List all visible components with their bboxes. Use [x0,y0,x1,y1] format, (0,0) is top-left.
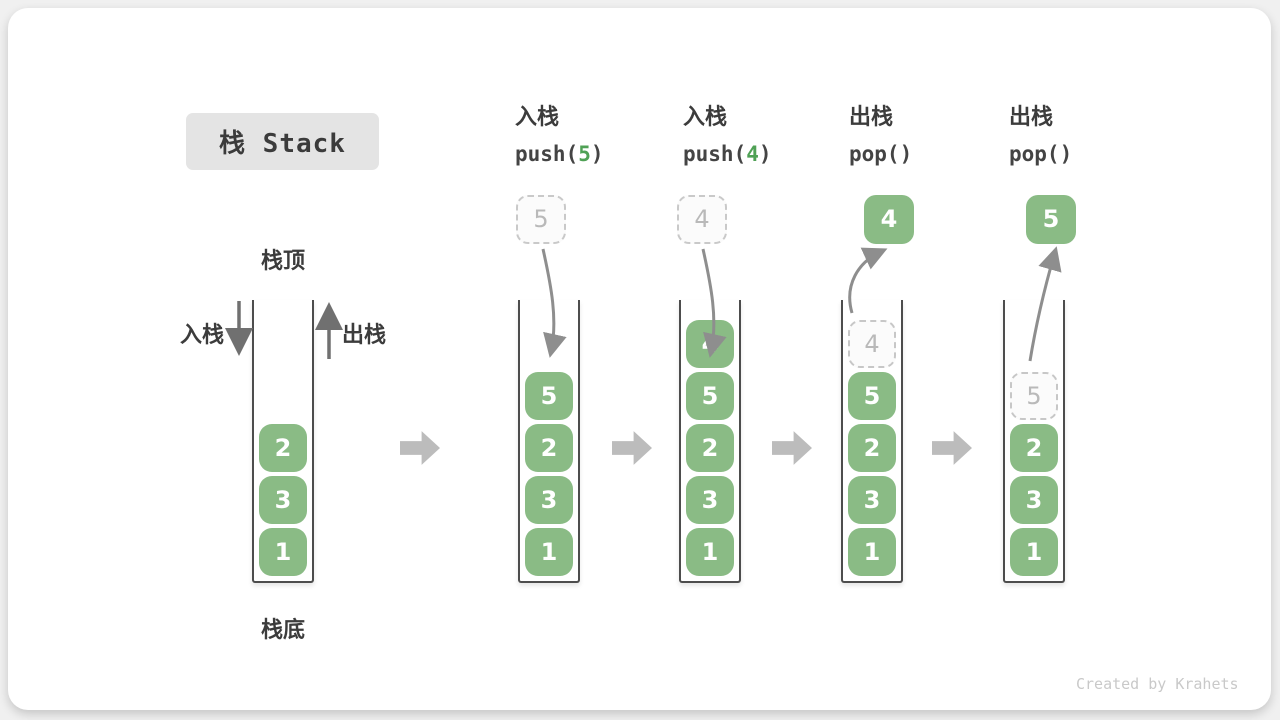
stack-block: 3 [525,476,573,524]
stack-block: 1 [525,528,573,576]
stack-block: 1 [686,528,734,576]
stack-block: 5 [525,372,573,420]
stack-block: 5 [848,372,896,420]
stack-top-label: 栈顶 [260,249,305,274]
incoming-value-box: 5 [516,195,566,244]
stack-block: 3 [848,476,896,524]
operation-arg: 4 [746,142,759,166]
stack-block: 3 [686,476,734,524]
incoming-value-box: 4 [677,195,727,244]
operation-code: pop() [1009,142,1073,166]
operation-name: 入栈 [515,105,560,130]
stack-bottom-label: 栈底 [260,618,305,643]
stack-block: 5 [686,372,734,420]
stack-block: 2 [525,424,573,472]
ghost-slot: 4 [848,320,896,368]
operation-label-pop-1: 出栈 pop() [849,103,912,169]
watermark: Created by Krahets [1076,675,1239,693]
stack-block: 4 [686,320,734,368]
stack-block: 1 [259,528,307,576]
operation-code: push(5) [515,142,604,166]
stack-block: 1 [1010,528,1058,576]
stack-block: 2 [686,424,734,472]
operation-code: push(4) [683,142,772,166]
operation-label-pop-2: 出栈 pop() [1009,103,1072,169]
pop-direction-label: 出栈 [342,323,387,348]
operation-label-push-4: 入栈 push(4) [683,103,772,169]
stack-block: 3 [259,476,307,524]
operation-name: 入栈 [683,105,728,130]
ghost-slot: 5 [1010,372,1058,420]
popped-value-box: 4 [864,195,914,244]
stack-block: 2 [259,424,307,472]
stack-block: 3 [1010,476,1058,524]
stack-block: 2 [848,424,896,472]
stack-block: 1 [848,528,896,576]
operation-name: 出栈 [849,105,894,130]
title-badge: 栈 Stack [186,113,379,170]
popped-value-box: 5 [1026,195,1076,244]
stack-block: 2 [1010,424,1058,472]
operation-label-push-5: 入栈 push(5) [515,103,604,169]
page-title: 栈 Stack [219,129,346,159]
push-direction-label: 入栈 [179,323,224,348]
operation-code: pop() [849,142,913,166]
operation-arg: 5 [578,142,591,166]
operation-name: 出栈 [1009,105,1054,130]
